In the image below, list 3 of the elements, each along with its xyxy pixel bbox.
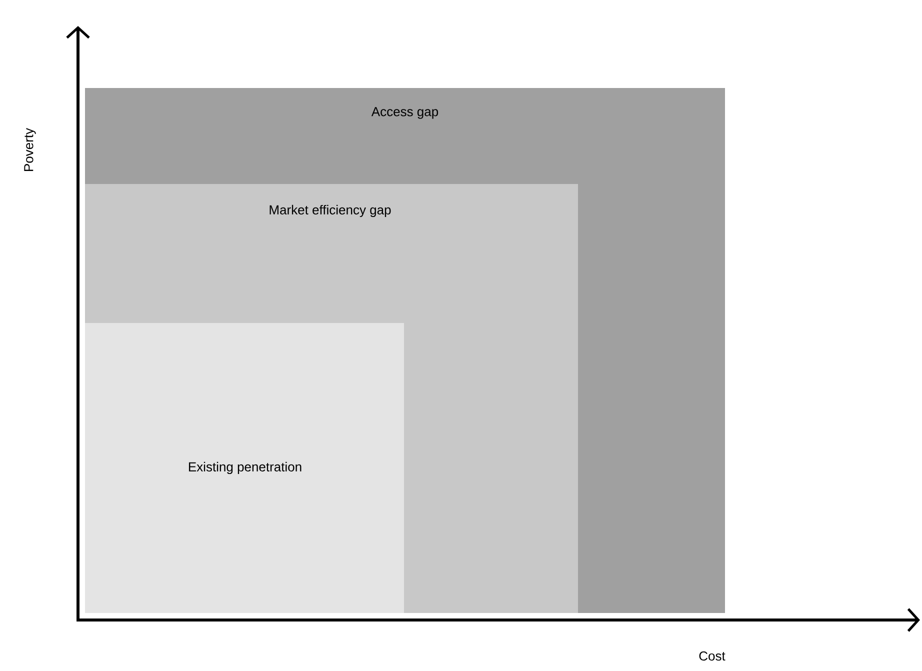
axis-label: Poverty [24, 128, 36, 171]
region-box: Existing penetration [85, 322, 404, 613]
axis-label: Cost [699, 651, 726, 661]
